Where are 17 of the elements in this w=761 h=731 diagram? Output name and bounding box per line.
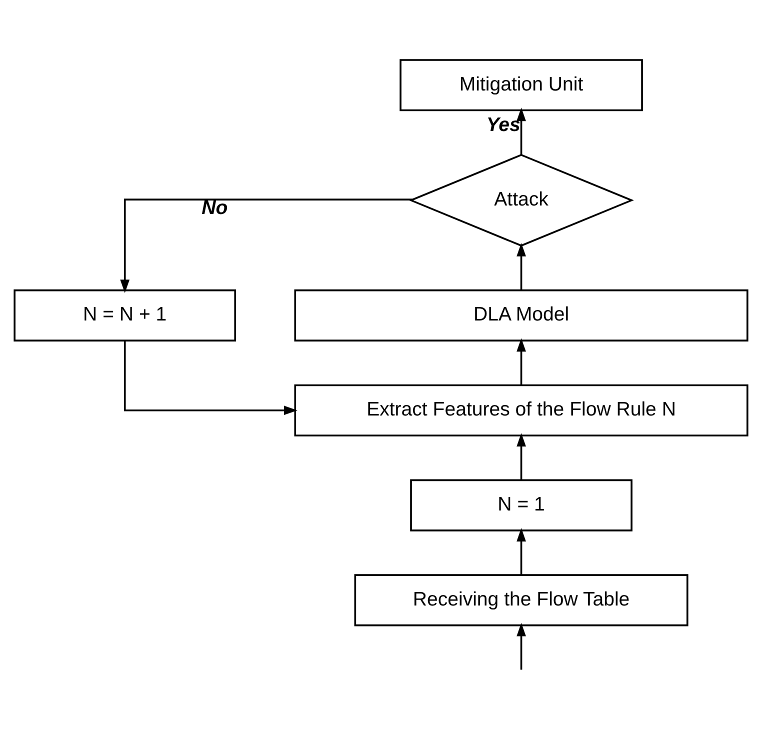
- node-box: Mitigation Unit: [399, 59, 642, 112]
- node-diamond: Attack: [408, 154, 634, 247]
- node-box: N = N + 1: [13, 289, 236, 342]
- arrow: [516, 622, 526, 670]
- node-box: Extract Features of the Flow Rule N: [294, 384, 748, 436]
- arrow: [123, 340, 297, 416]
- arrow: [516, 528, 526, 575]
- arrow: [516, 433, 526, 480]
- arrow: [516, 242, 526, 290]
- edge-label: Yes: [486, 114, 520, 136]
- arrow: [120, 198, 412, 294]
- arrow: [516, 108, 526, 155]
- node-box: DLA Model: [294, 289, 748, 342]
- node-box: N = 1: [410, 479, 632, 532]
- arrow: [516, 338, 526, 385]
- edge-label: No: [201, 196, 228, 219]
- node-box: Receiving the Flow Table: [354, 574, 688, 626]
